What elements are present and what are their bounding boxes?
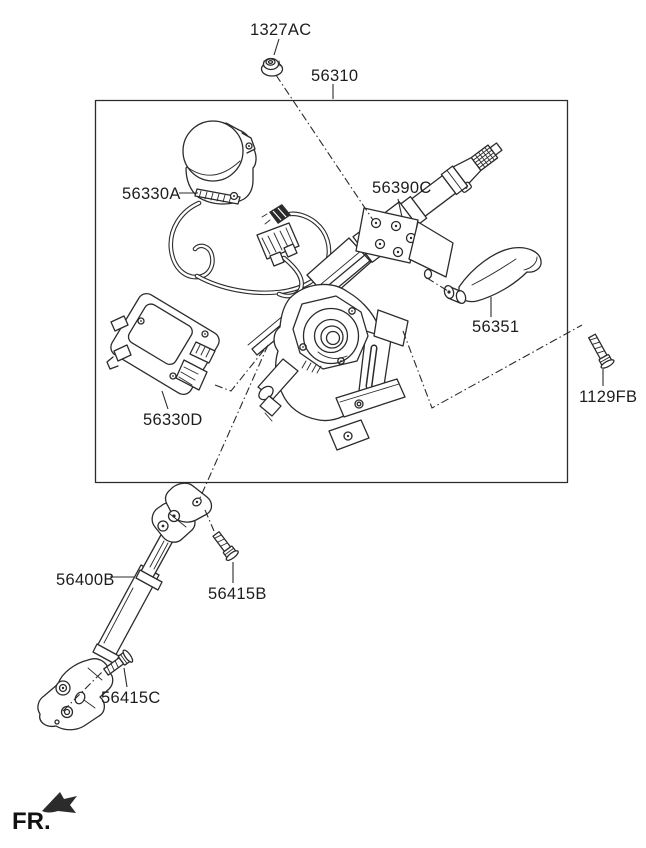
assembly-boundary-box: [94, 99, 569, 484]
callout-56415C: 56415C: [101, 689, 161, 707]
callout-56415B: 56415B: [208, 585, 267, 603]
callout-1327AC: 1327AC: [250, 21, 311, 39]
callout-56400B: 56400B: [56, 571, 115, 589]
motor-illustration: [182, 120, 257, 205]
callout-56330A: 56330A: [122, 185, 181, 203]
steering-column-illustration: [247, 142, 503, 451]
controller-illustration: [106, 293, 220, 395]
callout-1129FB: 1129FB: [579, 388, 637, 406]
wire-harness-illustration: [168, 200, 332, 299]
callout-leader-lines: [110, 38, 604, 688]
callout-56310: 56310: [311, 67, 358, 85]
tilt-lever-illustration: [443, 246, 542, 305]
harness-plug: [261, 204, 291, 225]
bolt-56415b-illustration: [212, 531, 239, 562]
fr-label: FR.: [12, 808, 51, 835]
callout-56330D: 56330D: [143, 411, 203, 429]
intermediate-shaft-illustration: [37, 482, 213, 731]
bolt-1129fb-illustration: [588, 333, 615, 369]
bolt-56415c-illustration: [103, 649, 134, 676]
harness-connector-block: [256, 222, 300, 267]
flange-nut-illustration: [260, 57, 284, 77]
assembly-reference-lines: [62, 74, 583, 712]
front-direction-marker: FR.: [12, 792, 77, 835]
callout-56390C: 56390C: [372, 179, 432, 197]
fr-direction-arrow-icon: [42, 792, 77, 813]
callout-56351: 56351: [472, 318, 519, 336]
